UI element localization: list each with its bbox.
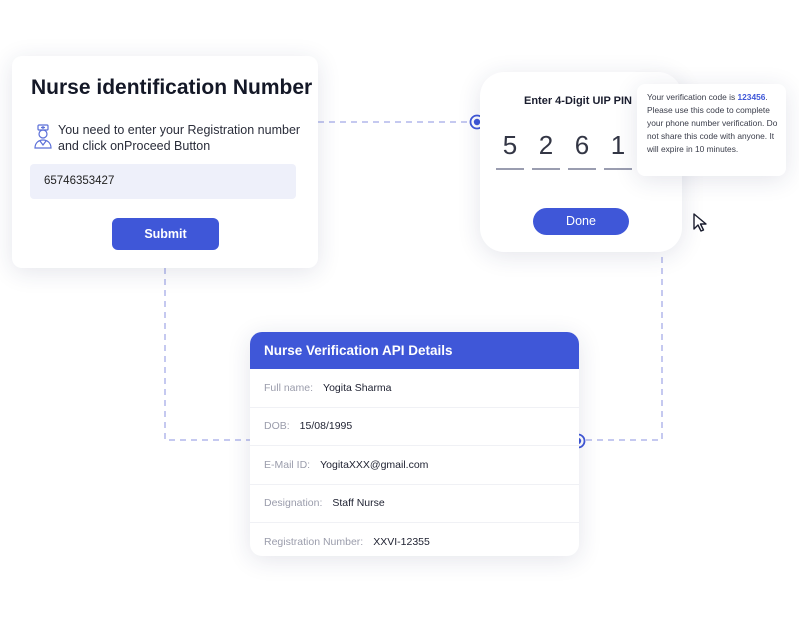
verification-details-card: Nurse Verification API Details Full name… xyxy=(250,332,579,556)
submit-button[interactable]: Submit xyxy=(112,218,219,250)
nurse-id-card: Nurse identification Number You need to … xyxy=(12,56,318,268)
detail-value: YogitaXXX@gmail.com xyxy=(320,458,429,471)
detail-label: Designation: xyxy=(264,497,323,510)
pin-underline xyxy=(532,168,560,170)
pin-title: Enter 4-Digit UIP PIN xyxy=(524,95,632,107)
detail-value: Staff Nurse xyxy=(332,497,385,510)
pin-digit[interactable]: 2 xyxy=(538,130,554,160)
detail-row: DOB: 15/08/1995 xyxy=(250,408,579,446)
done-button[interactable]: Done xyxy=(533,208,629,235)
pin-digit[interactable]: 1 xyxy=(610,130,626,160)
detail-row: E-Mail ID: YogitaXXX@gmail.com xyxy=(250,446,579,485)
tooltip-text: Your verification code is xyxy=(647,92,738,102)
pin-underline xyxy=(496,168,524,170)
verification-code: 123456 xyxy=(737,92,766,102)
details-header: Nurse Verification API Details xyxy=(250,332,579,369)
pin-underline xyxy=(604,168,632,170)
detail-label: Registration Number: xyxy=(264,535,364,548)
detail-value: XXVI-12355 xyxy=(373,535,430,548)
pin-digit[interactable]: 6 xyxy=(574,130,590,160)
registration-input[interactable]: 65746353427 xyxy=(30,164,296,199)
cursor-icon xyxy=(693,213,707,232)
instruction-text: You need to enter your Registration numb… xyxy=(58,123,301,153)
card-title: Nurse identification Number xyxy=(31,76,313,99)
pin-digit[interactable]: 5 xyxy=(502,130,518,160)
detail-row: Designation: Staff Nurse xyxy=(250,485,579,523)
detail-label: DOB: xyxy=(264,420,290,433)
detail-row: Full name: Yogita Sharma xyxy=(250,369,579,408)
detail-value: Yogita Sharma xyxy=(323,381,392,394)
detail-row: Registration Number: XXVI-12355 xyxy=(250,523,579,556)
tooltip-text: . Please use this code to complete your … xyxy=(647,92,778,154)
detail-value: 15/08/1995 xyxy=(299,420,353,433)
detail-label: Full name: xyxy=(264,381,314,394)
verification-tooltip: Your verification code is 123456. Please… xyxy=(637,84,786,176)
nurse-icon xyxy=(34,124,52,149)
pin-underline xyxy=(568,168,596,170)
detail-label: E-Mail ID: xyxy=(264,458,311,471)
